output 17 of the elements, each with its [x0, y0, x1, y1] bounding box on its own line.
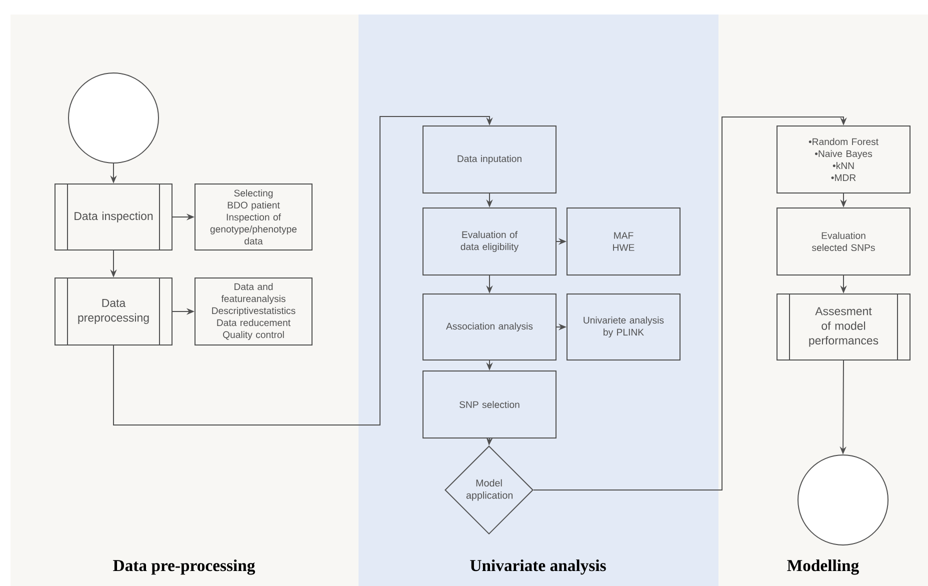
process-box: Evaluation of data eligibility [422, 208, 556, 276]
process-box: Data and featureanalysis Descriptivestatistics Data reducement Quality control [194, 278, 312, 346]
arrow [113, 116, 493, 426]
terminal-circle [68, 72, 159, 164]
process-box: Association analysis [422, 294, 556, 360]
process-box: SNP selection [422, 370, 556, 438]
predefined-process-box: Assesment of model performances [776, 293, 910, 361]
process-box: MAF HWE [566, 208, 680, 276]
arrow [533, 116, 847, 490]
terminal-circle [798, 454, 888, 546]
process-box: Selecting BDO patient Inspection of genotype/phenotype data [194, 184, 312, 250]
process-box: Data inputation [422, 126, 556, 194]
process-box: •Random Forest •Naive Bayes •kNN •MDR [776, 126, 910, 194]
predefined-process-box: Data preprocessing [54, 277, 172, 346]
process-box: Univariete analysis by PLINK [566, 294, 680, 360]
predefined-process-box: Data inspection [54, 183, 172, 251]
process-box: Evaluation selected SNPs [776, 208, 910, 276]
